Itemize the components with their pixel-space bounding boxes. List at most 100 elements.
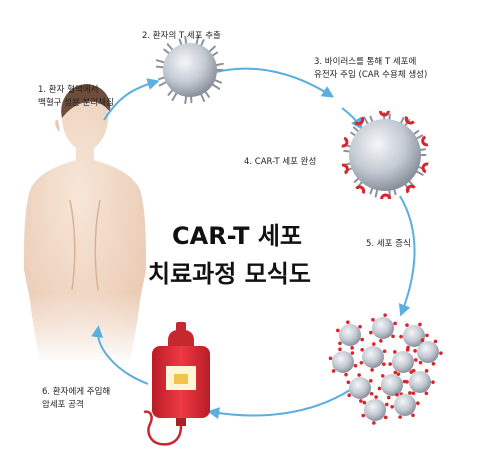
cell-receptor-dot — [388, 362, 392, 366]
blood-bag-icon — [143, 322, 210, 446]
cell-receptor-dot — [411, 368, 416, 373]
cell-receptor-dot — [418, 360, 423, 365]
cell-receptor-dot — [418, 322, 422, 327]
cell-receptor-dot — [370, 368, 374, 372]
step-3-label: 3. 바이러스를 통해 T 세포에 유전자 주입 (CAR 수용체 생성) — [314, 56, 427, 82]
cell-receptor-dot — [383, 415, 388, 420]
cell-receptor-dot — [346, 320, 350, 324]
cell-receptor-dot — [336, 328, 340, 333]
arrow-2-to-3 — [215, 67, 335, 98]
proliferated-cell — [349, 377, 371, 399]
cell-receptor-dot — [382, 362, 386, 367]
car-receptor — [341, 163, 349, 175]
car-t-cell — [341, 110, 429, 200]
cell-receptor-dot — [411, 391, 416, 395]
cell-receptor-dot — [393, 321, 397, 326]
car-receptor — [354, 116, 365, 126]
step-5-line-1: 5. 세포 증식 — [366, 239, 411, 249]
cell-receptor-dot — [393, 350, 397, 354]
proliferated-cell — [381, 374, 403, 396]
cell-receptor-dot — [359, 360, 364, 365]
car-receptor — [380, 193, 392, 200]
cell-receptor-dot — [359, 399, 363, 403]
step-2-line-1: 2. 환자의 T 세포 추출 — [142, 31, 221, 41]
proliferated-cell — [417, 341, 439, 363]
step-4-line-1: 4. CAR-T 세포 완성 — [244, 157, 317, 167]
cell-receptor-dot — [328, 356, 333, 361]
cell-receptor-dot — [357, 373, 361, 377]
car-receptor — [378, 110, 390, 117]
cell-receptor-dot — [408, 391, 412, 395]
proliferated-cell — [403, 325, 425, 347]
step-2-label: 2. 환자의 T 세포 추출 — [142, 30, 221, 43]
car-receptor — [421, 135, 429, 147]
cell-receptor-dot — [350, 346, 354, 350]
cell-receptor-dot — [390, 404, 394, 409]
cell-receptor-dot — [361, 413, 366, 418]
cell-receptor-dot — [371, 317, 375, 322]
proliferated-cell — [364, 399, 386, 421]
cell-receptor-dot — [358, 324, 362, 329]
cell-receptor-dot — [353, 363, 358, 368]
car-receptor — [341, 136, 349, 148]
cell-receptor-dot — [384, 402, 389, 407]
cell-receptor-dot — [360, 347, 364, 352]
proliferated-cell — [392, 351, 414, 373]
cell-receptor-dot — [383, 313, 387, 317]
proliferated-cell — [394, 394, 416, 416]
step-1-label: 1. 환자 혈액에서 백혈구 성분 분리채집 — [38, 84, 114, 110]
cell-receptor-dot — [395, 392, 399, 397]
cell-receptor-dot — [369, 391, 374, 396]
step-1-line-1: 1. 환자 혈액에서 — [38, 85, 99, 95]
cell-receptor-dot — [369, 330, 373, 335]
arrow-5-to-6 — [207, 389, 351, 420]
cell-receptor-dot — [362, 400, 367, 405]
cell-receptor-dot — [374, 395, 378, 399]
proliferated-cell — [362, 346, 384, 368]
car-receptor — [405, 184, 416, 194]
cell-receptor-dot — [424, 369, 429, 373]
step-4-label: 4. CAR-T 세포 완성 — [244, 156, 316, 169]
car-receptor — [355, 185, 366, 195]
cell-receptor-dot — [425, 333, 429, 338]
step-6-line-1: 6. 환자에게 주입해 — [42, 387, 111, 397]
cell-receptor-dot — [398, 415, 402, 419]
step-3-line-2: 유전자 주입 (CAR 수용체 생성) — [314, 70, 428, 80]
car-receptor — [404, 115, 415, 125]
cell-receptor-dot — [386, 395, 391, 400]
human-body-figure — [0, 84, 170, 365]
diagram-title-line-2: 치료과정 모식도 — [148, 260, 311, 288]
cell-receptor-dot — [350, 351, 355, 355]
cell-receptor-dot — [405, 380, 409, 384]
step-5-label: 5. 세포 증식 — [366, 238, 411, 251]
proliferated-cell — [339, 324, 361, 346]
t-cell — [155, 35, 224, 105]
cell-receptor-dot — [431, 362, 436, 366]
cell-receptor-dot — [420, 338, 425, 342]
cell-receptor-dot — [360, 337, 364, 342]
cell-receptor-dot — [405, 323, 409, 327]
cell-receptor-dot — [372, 421, 376, 425]
cell-receptor-dot — [393, 370, 398, 375]
cell-receptor-dot — [414, 358, 418, 362]
process-arrows — [91, 67, 416, 420]
proliferated-cell — [409, 371, 431, 393]
cell-receptor-dot — [396, 372, 401, 376]
cell-receptor-dot — [391, 334, 395, 339]
proliferated-cell — [372, 317, 394, 339]
arrow-6-to-1 — [91, 325, 149, 385]
cell-receptor-dot — [399, 334, 403, 339]
step-1-line-2: 백혈구 성분 분리채집 — [38, 98, 114, 108]
cell-receptor-dot — [431, 380, 435, 384]
step-3-line-1: 3. 바이러스를 통해 T 세포에 — [314, 57, 417, 67]
proliferated-cells-cluster — [328, 313, 443, 425]
cell-receptor-dot — [377, 386, 382, 391]
cell-receptor-dot — [344, 372, 348, 377]
cell-receptor-dot — [369, 378, 373, 383]
cell-receptor-dot — [382, 349, 387, 354]
arrow-1-to-2 — [103, 78, 160, 121]
cell-receptor-dot — [346, 380, 351, 385]
cell-receptor-dot — [413, 349, 417, 353]
